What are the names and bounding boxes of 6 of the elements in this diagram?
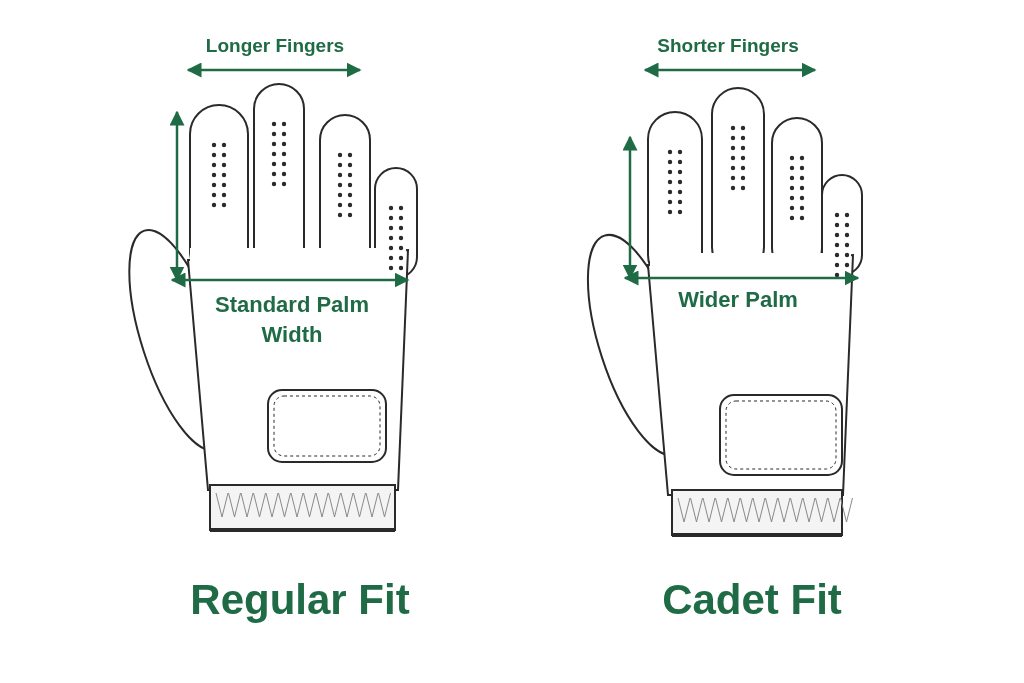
dimension-label: Wider Palm: [678, 286, 798, 314]
fit-title: Regular Fit: [189, 575, 411, 625]
dimension-label: Longer Fingers: [204, 34, 346, 58]
dimension-label: Standard Palm Width: [213, 291, 370, 349]
fit-title: Cadet Fit: [661, 575, 843, 625]
dimension-label: Shorter Fingers: [656, 34, 800, 58]
